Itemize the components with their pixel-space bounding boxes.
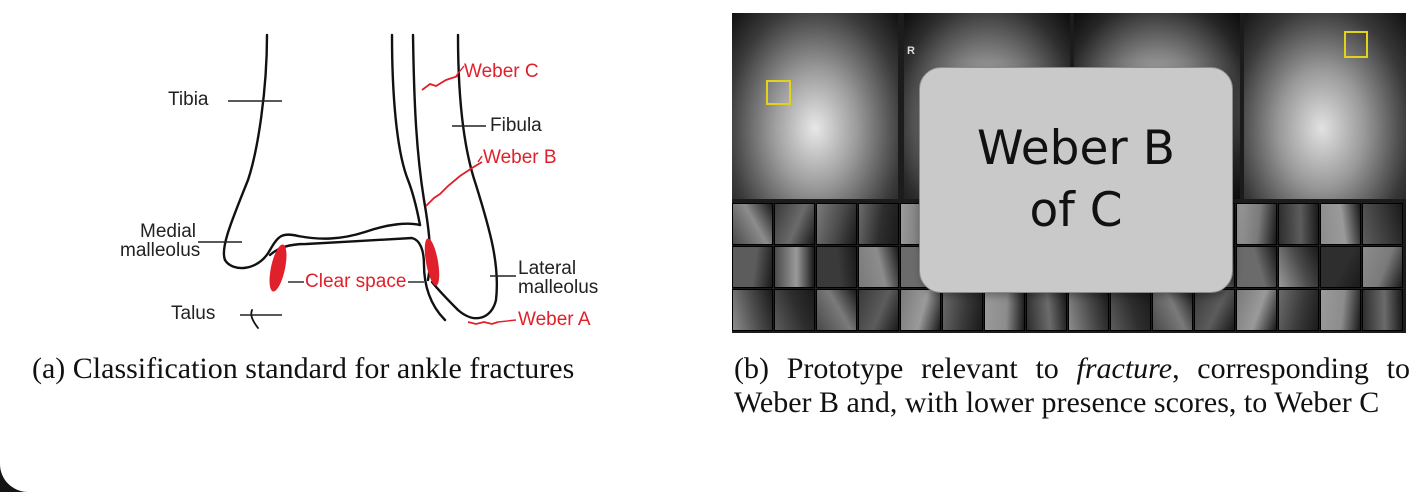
prototype-patch-tile <box>1194 289 1235 331</box>
weber-c-fracture-line <box>422 76 458 90</box>
prototype-patch-tile <box>732 289 773 331</box>
talus-lower-outline <box>251 310 258 328</box>
caption-figure-b: (b) Prototype relevant to fracture, corr… <box>734 352 1410 420</box>
caption-b-italic: fracture <box>1077 352 1173 385</box>
ankle-diagram: Tibia Fibula Medial malleolus Lateral ma… <box>20 10 680 345</box>
prototype-patch-tile <box>1068 289 1109 331</box>
label-medial-malleolus: Medial malleolus <box>120 222 196 260</box>
prototype-patch-tile <box>900 289 941 331</box>
label-weber-c: Weber C <box>464 62 539 82</box>
weber-overlay-callout: Weber B of C <box>919 67 1233 293</box>
prototype-patch-tile <box>858 289 899 331</box>
prototype-patch-tile <box>858 203 899 245</box>
xray-image-4 <box>1244 13 1406 199</box>
tibia-outline <box>224 35 267 260</box>
prototype-patch-tile <box>1278 289 1319 331</box>
overlay-line-1: Weber B <box>977 118 1175 180</box>
prototype-patch-tile <box>816 246 857 288</box>
caption-figure-a: (a) Classification standard for ankle fr… <box>32 352 712 386</box>
prototype-patch-tile <box>1320 246 1361 288</box>
caption-b-prefix: (b) Prototype relevant to <box>734 352 1077 385</box>
prototype-patch-tile <box>732 203 773 245</box>
prototype-patch-tile <box>1236 246 1277 288</box>
tibial-plafond-outline <box>298 224 420 239</box>
label-weber-a: Weber A <box>518 310 591 330</box>
label-weber-b: Weber B <box>483 148 557 168</box>
medial-malleolus-outline <box>225 235 298 268</box>
prototype-patch-tile <box>1236 203 1277 245</box>
prototype-patch-tile <box>942 289 983 331</box>
prototype-patch-tile <box>1152 289 1193 331</box>
highlight-box <box>1344 31 1368 58</box>
xray-side-marker: R <box>907 45 915 57</box>
xray-image-1 <box>732 13 898 199</box>
highlight-box <box>766 80 791 105</box>
overlay-line-2: of C <box>1029 180 1122 242</box>
label-clear-space: Clear space <box>305 272 406 292</box>
prototype-patch-tile <box>816 289 857 331</box>
label-fibula: Fibula <box>490 116 542 136</box>
prototype-patch-tile <box>774 246 815 288</box>
prototype-patch-tile <box>1110 289 1151 331</box>
label-lateral-malleolus: Lateral malleolus <box>518 259 598 297</box>
prototype-patch-tile <box>984 289 1025 331</box>
prototype-patch-tile <box>1362 203 1403 245</box>
prototype-patch-tile <box>1236 289 1277 331</box>
prototype-patch-tile <box>774 203 815 245</box>
prototype-patch-tile <box>858 246 899 288</box>
prototype-patch-tile <box>816 203 857 245</box>
label-talus: Talus <box>171 304 215 324</box>
prototype-patch-tile <box>1278 246 1319 288</box>
prototype-patch-tile <box>1362 246 1403 288</box>
weber-b-leader <box>478 156 482 162</box>
prototype-patch-tile <box>1320 289 1361 331</box>
prototype-patch-tile <box>774 289 815 331</box>
weber-a-leader <box>498 320 516 322</box>
prototype-patch-tile <box>1320 203 1361 245</box>
prototype-patch-tile <box>1362 289 1403 331</box>
prototype-patch-tile <box>1026 289 1067 331</box>
prototype-patch-tile <box>1278 203 1319 245</box>
weber-b-fracture-line <box>426 162 482 206</box>
weber-a-fracture-line <box>468 322 498 324</box>
prototype-patch-tile <box>732 246 773 288</box>
label-tibia: Tibia <box>168 90 208 110</box>
